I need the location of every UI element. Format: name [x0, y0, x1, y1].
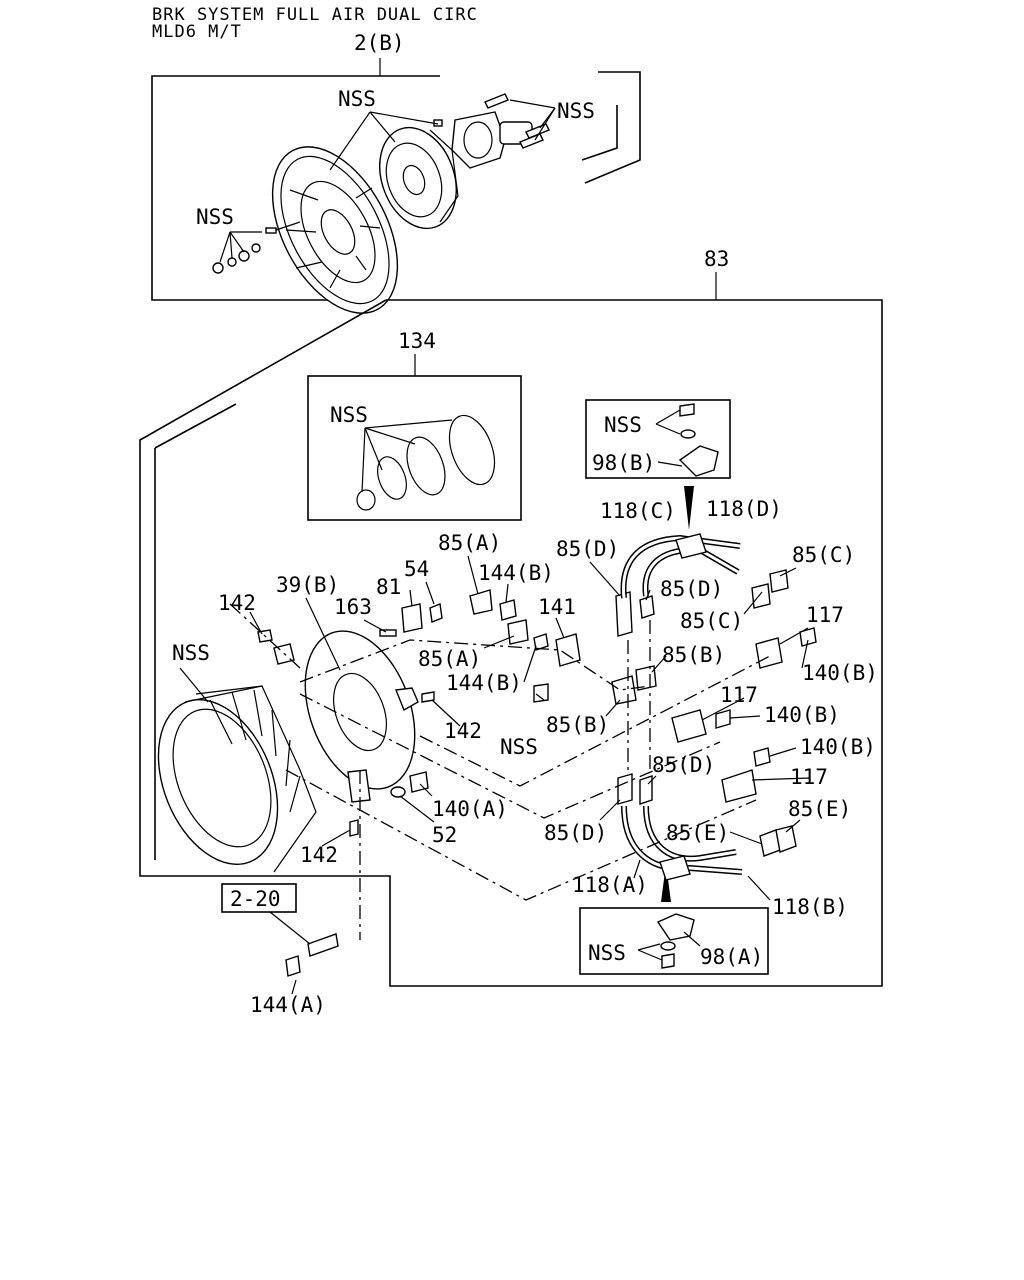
label-140a: 140(A)	[432, 797, 508, 821]
label-117-2: 117	[720, 683, 758, 707]
label-85d-2: 85(D)	[660, 577, 723, 601]
ref-box-2-20	[221, 883, 297, 913]
label-98a: 98(A)	[700, 945, 763, 969]
label-118c: 118(C)	[600, 499, 676, 523]
leaders-main	[179, 555, 811, 901]
bottom-bolts	[269, 911, 339, 995]
label-85c-2: 85(C)	[680, 609, 743, 633]
label-140b-1: 140(B)	[802, 661, 878, 685]
label-142-3: 142	[300, 843, 338, 867]
label-85c-1: 85(C)	[792, 543, 855, 567]
label-85d-4: 85(D)	[544, 821, 607, 845]
label-54: 54	[404, 557, 429, 581]
part-labels: 2(B) NSS NSS NSS 83 134 NSS NSS 98(B) 11…	[172, 31, 878, 1017]
leaders-top	[219, 99, 556, 263]
backing-plate	[304, 630, 419, 803]
label-117-3: 117	[790, 765, 828, 789]
clip-98b-box	[585, 399, 731, 530]
label-118a: 118(A)	[572, 873, 648, 897]
fittings-cluster	[469, 569, 817, 857]
label-nss-134: NSS	[330, 403, 368, 427]
brake-drum-housing	[157, 685, 317, 873]
ring-gear	[271, 146, 399, 314]
label-163: 163	[334, 595, 372, 619]
label-134: 134	[398, 329, 436, 353]
label-144b-1: 144(B)	[478, 561, 554, 585]
label-117-1: 117	[806, 603, 844, 627]
label-85b-2: 85(B)	[546, 713, 609, 737]
label-83: 83	[704, 247, 729, 271]
diagram-title: BRK SYSTEM FULL AIR DUAL CIRC	[152, 5, 478, 25]
label-52: 52	[432, 823, 457, 847]
label-nss-top3: NSS	[196, 205, 234, 229]
label-nss-top1: NSS	[338, 87, 376, 111]
label-140b-3: 140(B)	[800, 735, 876, 759]
group-frame-83	[139, 272, 883, 987]
arrow-98a	[661, 864, 671, 902]
hub-drum	[379, 126, 459, 230]
label-118d: 118(D)	[706, 497, 782, 521]
arrow-98b	[684, 486, 694, 530]
label-85d-1: 85(D)	[556, 537, 619, 561]
label-nss-left: NSS	[172, 641, 210, 665]
label-144a: 144(A)	[250, 993, 326, 1017]
label-140b-2: 140(B)	[764, 703, 840, 727]
label-118b: 118(B)	[772, 895, 848, 919]
label-81: 81	[376, 575, 401, 599]
label-85d-3: 85(D)	[652, 753, 715, 777]
label-142-1: 142	[218, 591, 256, 615]
label-nss-98a: NSS	[588, 941, 626, 965]
small-fasteners-top	[212, 221, 301, 274]
assembly-lines	[229, 603, 771, 940]
clip-98a-box	[579, 864, 769, 975]
label-2-20: 2-20	[230, 887, 281, 911]
label-39b: 39(B)	[276, 573, 339, 597]
label-nss-98b: NSS	[604, 413, 642, 437]
label-85e-1: 85(E)	[788, 797, 851, 821]
group-frame-2b	[151, 58, 641, 301]
label-85b-1: 85(B)	[662, 643, 725, 667]
label-142-2: 142	[444, 719, 482, 743]
flange-plate	[451, 111, 533, 169]
label-141: 141	[538, 595, 576, 619]
diagram-subtitle: MLD6 M/T	[152, 22, 242, 42]
label-144b-2: 144(B)	[446, 671, 522, 695]
label-98b: 98(B)	[592, 451, 655, 475]
label-85a-2: 85(A)	[418, 647, 481, 671]
label-nss-top2: NSS	[557, 99, 595, 123]
label-85a-1: 85(A)	[438, 531, 501, 555]
seal-kit-box	[307, 354, 522, 521]
label-2b: 2(B)	[354, 31, 405, 55]
label-nss-bolt: NSS	[500, 735, 538, 759]
label-85e-2: 85(E)	[666, 821, 729, 845]
brake-pipes	[620, 533, 743, 881]
